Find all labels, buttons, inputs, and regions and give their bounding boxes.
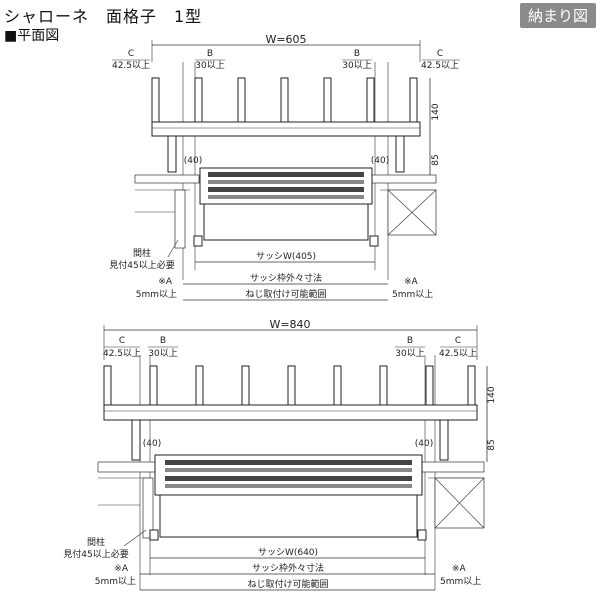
note-5mm-left: 5mm以上 (95, 576, 136, 587)
sash-width-label: サッシW(405) (256, 251, 316, 262)
offset-right-40: (40) (415, 439, 433, 449)
offset-left-40: (40) (143, 439, 161, 449)
pillar-note: 見付45以上必要 (109, 259, 174, 271)
width-label: W=840 (269, 318, 310, 331)
sash-outer-label: サッシ枠外々寸法 (250, 272, 322, 284)
b-right-label: B (407, 336, 413, 346)
c-right-value: 42.5以上 (421, 60, 459, 71)
b-right-value: 30以上 (395, 348, 424, 359)
height-85-label: 85 (431, 154, 441, 165)
note-a-right: ※A (452, 564, 467, 574)
note-a-right: ※A (404, 277, 419, 287)
note-a-left: ※A (114, 564, 129, 574)
b-left-label: B (160, 336, 166, 346)
note-5mm-right: 5mm以上 (392, 289, 433, 300)
height-85-label: 85 (487, 439, 497, 450)
screw-range-label: ねじ取付け可能範囲 (247, 578, 328, 590)
offset-right-40: (40) (371, 156, 389, 166)
section-title: ■平面図 (4, 28, 60, 44)
pillar-label: 間柱 (133, 247, 151, 259)
note-a-left: ※A (158, 277, 173, 287)
c-right-value: 42.5以上 (439, 348, 477, 359)
offset-left-40: (40) (184, 156, 202, 166)
c-left-value: 42.5以上 (103, 348, 141, 359)
sash-width-label: サッシW(640) (258, 547, 318, 558)
drawing-type-badge: 納まり図 (519, 3, 596, 28)
c-right-label: C (437, 49, 443, 59)
c-left-label: C (128, 49, 134, 59)
b-right-label: B (354, 49, 360, 59)
b-right-value: 30以上 (342, 60, 371, 71)
note-5mm-left: 5mm以上 (136, 289, 177, 300)
b-left-label: B (207, 49, 213, 59)
pillar-label: 間柱 (87, 536, 105, 548)
c-left-label: C (119, 336, 125, 346)
c-right-label: C (455, 336, 461, 346)
sash-louvres (165, 460, 412, 488)
b-left-value: 30以上 (148, 348, 177, 359)
screw-range-label: ねじ取付け可能範囲 (245, 288, 326, 300)
drawing-2: W=840 C 42.5以上 B 30以上 B 30以上 C 42.5以上 (63, 318, 497, 591)
grille-bars (103, 365, 476, 406)
note-5mm-right: 5mm以上 (440, 576, 481, 587)
page-title: シャローネ 面格子 1型 (4, 7, 203, 26)
height-140-label: 140 (487, 386, 497, 403)
width-label: W=605 (265, 33, 306, 46)
sash-outer-label: サッシ枠外々寸法 (252, 562, 324, 574)
b-left-value: 30以上 (195, 60, 224, 71)
pillar-note: 見付45以上必要 (63, 548, 128, 560)
c-left-value: 42.5以上 (112, 60, 150, 71)
drawing-1: W=605 C 42.5以上 B 30以上 B 30以上 C 42.5以上 (109, 33, 460, 301)
height-140-label: 140 (431, 103, 441, 120)
sash-louvres (208, 172, 364, 199)
grille-bars (151, 77, 418, 123)
